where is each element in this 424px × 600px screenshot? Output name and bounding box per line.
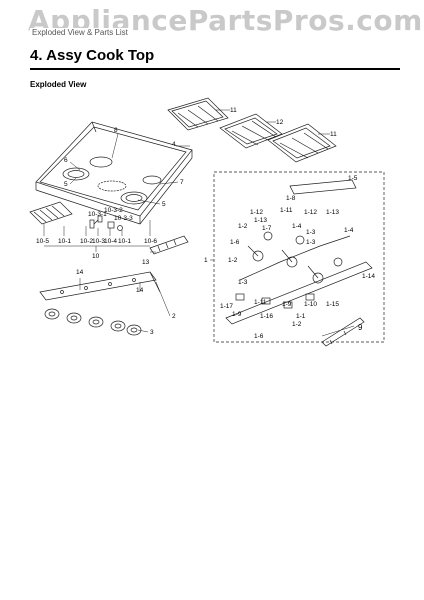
callout-2: 2 [172,313,176,320]
callout-1-11-a: 1-11 [280,207,293,214]
callout-13: 13 [142,259,150,266]
callout-grate-middle: 12 [276,119,284,126]
section-title: Assy Cook Top [46,47,155,64]
callout-group-10: 10 [92,253,100,260]
callout-1-15: 1-15 [326,301,339,308]
callout-10-1-right: 10-1 [118,238,131,245]
callout-1-9: 1-9 [232,311,242,318]
callout-1-14: 1-14 [362,273,375,280]
callout-1-11-b: 1-11 [254,299,267,306]
callout-burner-left-bottom: 5 [64,181,68,188]
callout-14-a: 14 [76,269,84,276]
callout-1-2-c: 1-2 [292,321,302,328]
callout-1-1: 1-1 [296,313,306,320]
callout-grate-left: 11 [230,107,237,114]
callout-10-6: 10-6 [144,238,157,245]
callout-3: 3 [150,329,154,336]
callout-cooktop: 4 [172,141,176,148]
cooktop-panel [35,121,193,225]
callout-1-12-b: 1-12 [304,209,317,216]
callout-1-3-b: 1-3 [306,239,316,246]
callout-burner-cap: 8 [114,127,118,134]
callout-1-16: 1-16 [260,313,273,320]
callout-1-10: 1-10 [304,301,317,308]
igniter-parts [89,215,123,231]
header-caption: Exploded View & Parts List [30,28,130,37]
callout-10-4: 10-4 [104,238,117,245]
callout-assembly-1: 1 [204,257,208,264]
callout-10-3-3: 10-3-3 [114,215,133,222]
callout-burner-right: 5 [162,201,166,208]
section-number: 4. [30,47,43,64]
callout-1-2-a: 1-2 [238,223,248,230]
callout-10-2: 10-2 [80,238,93,245]
callout-knob-side: 7 [180,179,184,186]
grate-left [167,97,229,131]
callout-1-8: 1-8 [286,195,296,202]
callout-9: 9 [358,323,363,332]
title-divider [30,68,400,70]
callout-1-3-c: 1-3 [238,279,248,286]
control-manifold-rail [39,271,161,301]
callout-10-3: 10-3 [92,238,105,245]
grate-middle [219,113,283,149]
callout-1-4-a: 1-4 [292,223,302,230]
callout-1-6: 1-6 [230,239,240,246]
callout-10-1-left: 10-1 [58,238,71,245]
callout-1-6-b: 1-6 [254,333,264,340]
grate-right [267,123,337,163]
assembly-box [213,171,385,343]
rail-part-9 [321,317,365,347]
callout-filter: 10-5 [36,238,49,245]
callout-1-12-a: 1-12 [250,209,263,216]
callout-14-b: 14 [136,287,144,294]
callout-1-9-b: 1-9 [282,301,292,308]
callout-1-3-a: 1-3 [306,229,316,236]
callout-1-2-b: 1-2 [228,257,238,264]
filter-part [29,201,73,225]
callout-1-7: 1-7 [262,225,272,232]
burner-manifold-assembly [225,179,373,325]
callout-10-3-1: 10-3-1 [88,211,107,218]
callout-burner-left-top: 6 [64,157,68,164]
knob-set [44,308,142,336]
exploded-view-heading: Exploded View [30,80,87,89]
header-band: AppliancePartsPros.com Exploded View & P… [0,0,424,40]
callout-10-3-2: 10-3-2 [104,207,123,214]
callout-1-4-b: 1-4 [344,227,354,234]
callout-1-5: 1-5 [348,175,358,182]
callout-grate-right: 11 [330,131,337,138]
callout-1-13-b: 1-13 [326,209,339,216]
callout-1-17: 1-17 [220,303,233,310]
page-title: 4. Assy Cook Top [30,47,154,64]
callout-1-13-a: 1-13 [254,217,267,224]
